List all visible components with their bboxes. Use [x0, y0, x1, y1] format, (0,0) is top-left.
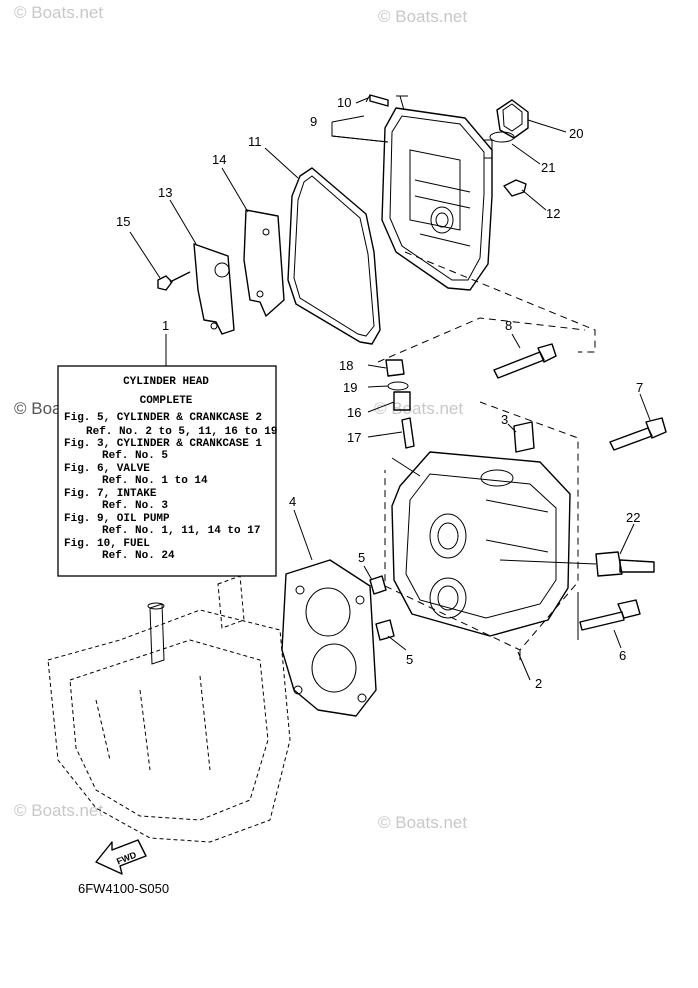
info-box-line: Ref. No. 2 to 5, 11, 16 to 19: [86, 426, 277, 438]
dowel-3: [513, 421, 535, 453]
crankcase-context: [47, 575, 291, 843]
plate-14: [243, 209, 285, 317]
dowel-5: [369, 575, 387, 595]
info-box-line: Ref. No. 1, 11, 14 to 17: [102, 525, 260, 537]
bolt-7: [609, 417, 667, 451]
watermark: © Boats.net: [14, 3, 103, 22]
callout-11: 11: [248, 134, 262, 149]
callout-12: 12: [546, 206, 560, 221]
callout-7: 7: [636, 380, 643, 395]
leader-lines: [129, 97, 651, 681]
spark-plug: [595, 551, 655, 577]
fwd-arrow: FWD: [95, 839, 147, 875]
callout-4: 4: [289, 494, 296, 509]
callout-15: 15: [116, 214, 130, 229]
head-box-dash: [384, 401, 579, 651]
dowel-5: [375, 619, 395, 641]
pin-17: [401, 417, 415, 449]
info-box-line: Ref. No. 1 to 14: [102, 475, 208, 487]
cylinder-head-cover: [381, 95, 493, 291]
bolt-8: [493, 343, 557, 379]
callout-19: 19: [343, 380, 357, 395]
spacer-16: [393, 391, 411, 411]
cover-gasket: [287, 167, 381, 345]
diagram-code: 6FW4100-S050: [78, 881, 169, 896]
callout-1: 1: [162, 318, 169, 333]
callout-13: 13: [158, 185, 172, 200]
callouts: 1 2 3 4 5 5 6 7 8 9 10 11 12 13 14 15 16…: [116, 95, 643, 691]
info-box-line: Fig. 3, CYLINDER & CRANKCASE 1: [64, 438, 262, 450]
info-box-line: Ref. No. 3: [102, 500, 168, 512]
head-assembly-dash: [377, 317, 586, 363]
callout-20: 20: [569, 126, 583, 141]
callout-22: 22: [626, 510, 640, 525]
callout-8: 8: [505, 318, 512, 333]
callout-14: 14: [212, 152, 226, 167]
info-box-line: Ref. No. 5: [102, 450, 168, 462]
info-box-title: COMPLETE: [140, 395, 193, 407]
callout-5: 5: [358, 550, 365, 565]
info-box-title: CYLINDER HEAD: [123, 376, 209, 388]
callout-16: 16: [347, 405, 361, 420]
callout-5: 5: [406, 652, 413, 667]
head-gasket: [281, 559, 377, 717]
info-box-line: Fig. 10, FUEL: [64, 538, 150, 550]
bolt-12: [503, 179, 527, 197]
callout-21: 21: [541, 160, 555, 175]
callout-10: 10: [337, 95, 351, 110]
plate-13: [193, 243, 235, 335]
callout-9: 9: [310, 114, 317, 129]
cylinder-head: [391, 451, 571, 637]
callout-3: 3: [501, 412, 508, 427]
info-box: CYLINDER HEAD COMPLETE Fig. 5, CYLINDER …: [57, 365, 277, 577]
oil-filler-cap: [489, 99, 529, 143]
callout-18: 18: [339, 358, 353, 373]
info-box-line: Fig. 6, VALVE: [64, 463, 150, 475]
info-box-line: Fig. 7, INTAKE: [64, 488, 157, 500]
callout-6: 6: [619, 648, 626, 663]
watermark: © Boats.net: [14, 801, 103, 820]
info-box-line: Fig. 9, OIL PUMP: [64, 513, 170, 525]
watermark: © Boats.net: [378, 813, 467, 832]
bolt-10: [365, 94, 389, 107]
cover-assembly-dash: [404, 251, 596, 353]
washer-19: [387, 381, 409, 391]
plug-18: [385, 359, 405, 377]
info-box-line: Ref. No. 24: [102, 550, 175, 562]
bolt-6: [579, 599, 641, 631]
watermark: © Boats.net: [374, 399, 463, 418]
callout-17: 17: [347, 430, 361, 445]
screw-15: [157, 271, 191, 291]
watermark: © Boats.net: [378, 7, 467, 26]
info-box-line: Fig. 5, CYLINDER & CRANKCASE 2: [64, 412, 262, 424]
callout-2: 2: [535, 676, 542, 691]
